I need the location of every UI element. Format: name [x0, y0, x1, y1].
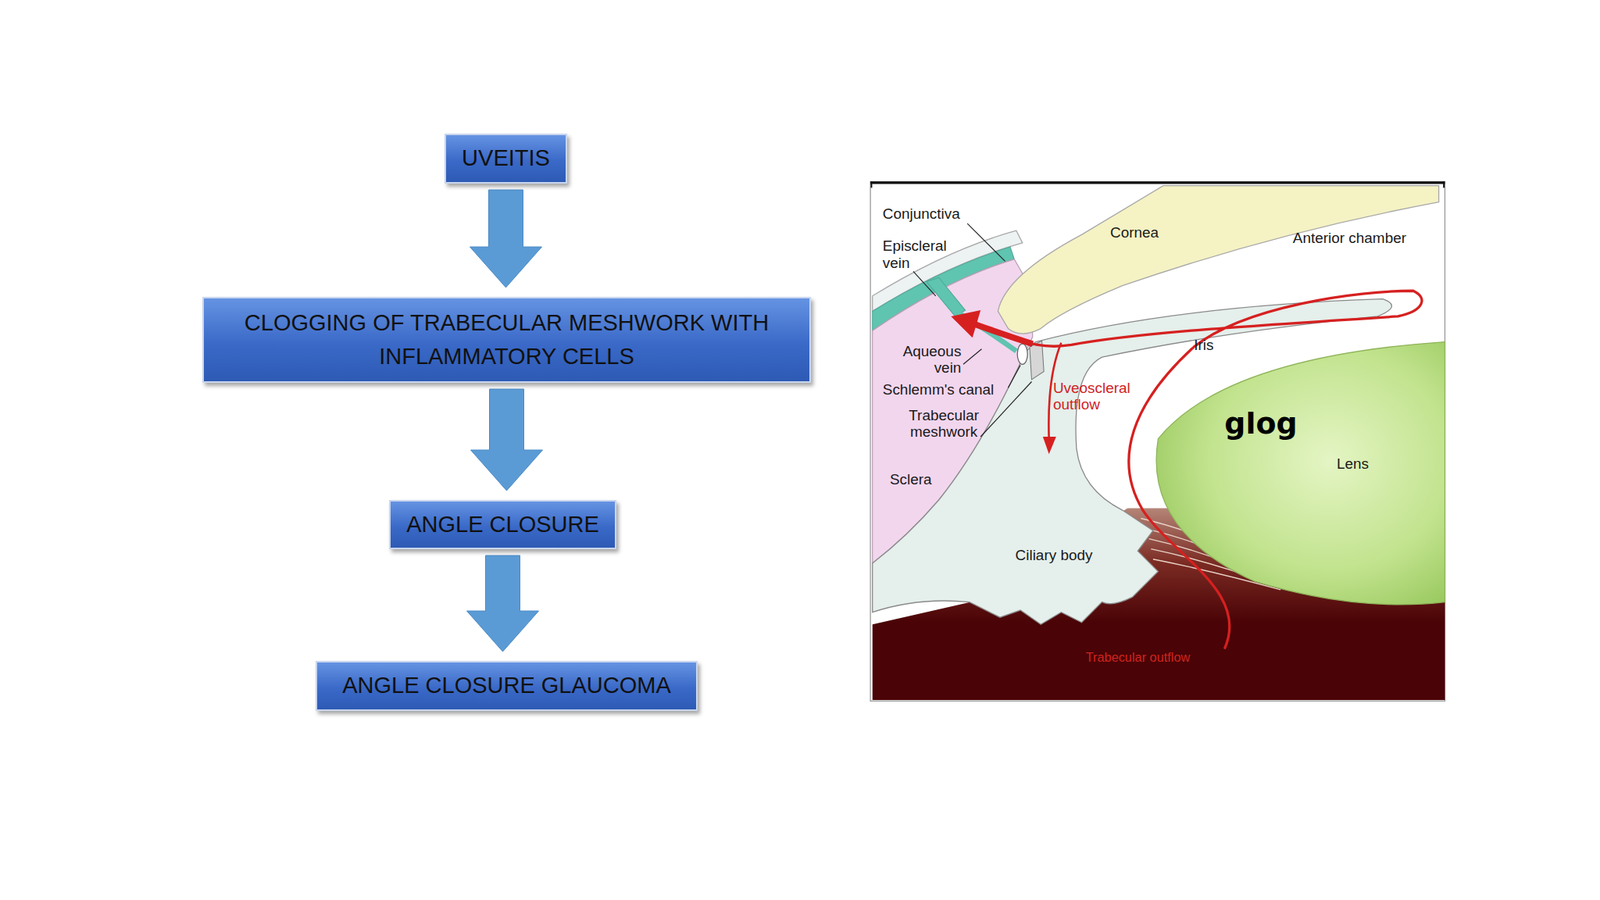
flow-arrow [467, 555, 540, 652]
part-label: Anterior chamber [1292, 229, 1407, 247]
trabecular-outflow-arrow [1005, 290, 1422, 649]
part-label: Trabecular meshwork [897, 407, 990, 440]
frame-tick [1442, 181, 1445, 188]
frame-tick [870, 181, 872, 188]
part-label: Ciliary body [1015, 546, 1093, 564]
flow-arrow [470, 189, 543, 288]
process-box: ANGLE CLOSURE [389, 500, 617, 550]
box-text: UVEITIS [461, 141, 550, 176]
part-label: Episcleral vein [882, 237, 963, 271]
process-box: CLOGGING OF TRABECULAR MESHWORK WITH INF… [202, 296, 811, 383]
box-text: ANGLE CLOSURE [406, 507, 600, 543]
part-label: Aqueous vein [889, 342, 961, 376]
box-text: ANGLE CLOSURE GLAUCOMA [342, 668, 672, 704]
episcleral-vein-shape [926, 277, 966, 317]
part-label: Schlemm's canal [882, 381, 994, 398]
part-label: Trabecular outflow [1085, 650, 1191, 665]
outflow-arrowhead [950, 310, 981, 338]
frame-top-rule [870, 181, 1445, 184]
uveoscleral-arrowhead [1042, 436, 1057, 454]
flow-arrow [471, 389, 543, 491]
lens-shape [1156, 342, 1445, 605]
part-label: Conjunctiva [882, 205, 961, 222]
process-box: ANGLE CLOSURE GLAUCOMA [315, 660, 698, 711]
part-label: Cornea [1110, 224, 1159, 241]
part-label: Iris [1193, 336, 1214, 354]
part-label: Uveoscleral outflow [1053, 379, 1143, 413]
figure-frame [870, 181, 1445, 701]
box-text: CLOGGING OF TRABECULAR MESHWORK WITH INF… [217, 306, 796, 375]
outflow-arrow-shaft [975, 324, 1033, 344]
part-label: glog [1224, 407, 1297, 440]
schlemms-canal-shape [1017, 343, 1028, 365]
part-label: Lens [1336, 455, 1369, 472]
leader-lines [913, 223, 1033, 437]
process-box: UVEITIS [444, 133, 568, 184]
part-label: Sclera [889, 471, 933, 488]
